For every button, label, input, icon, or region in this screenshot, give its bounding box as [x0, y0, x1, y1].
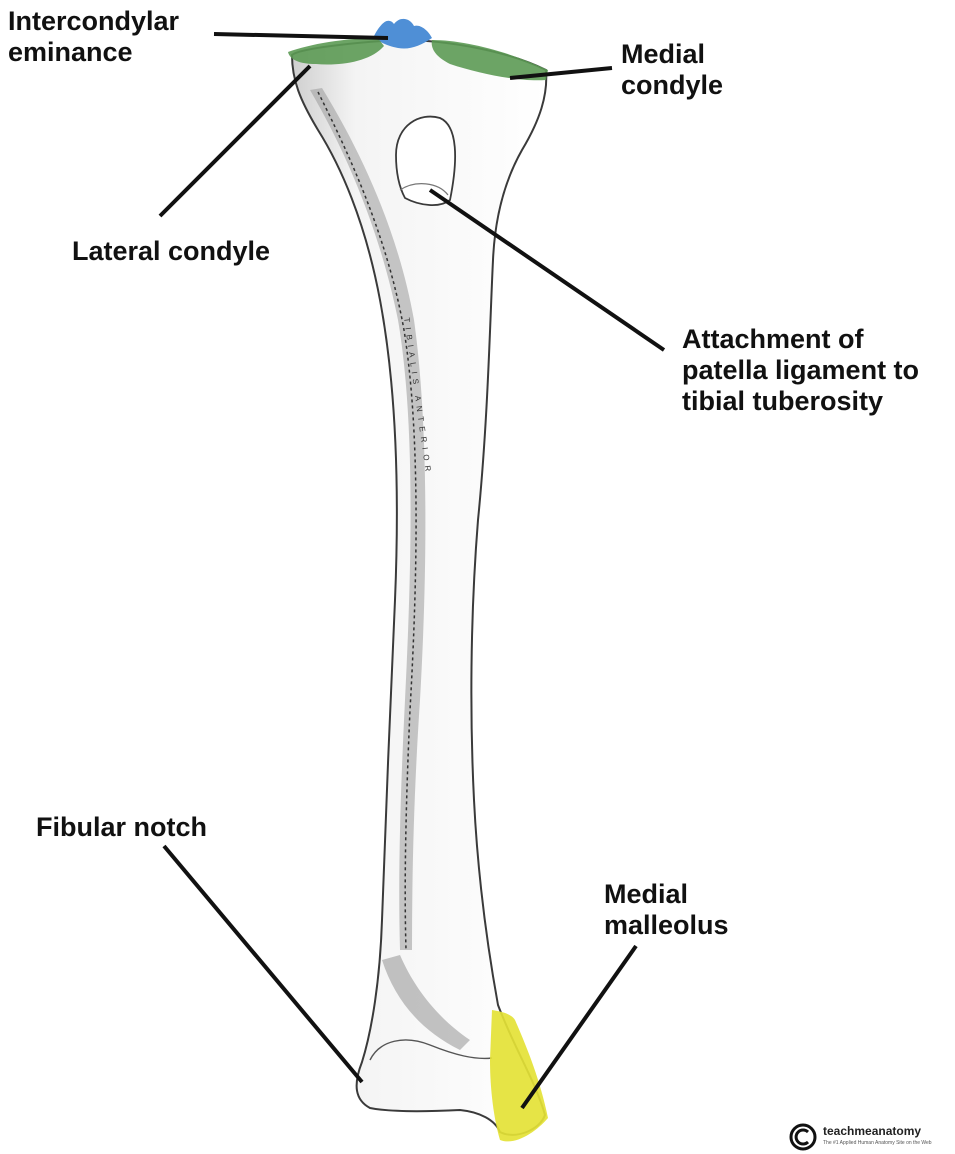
label-intercondylar-eminance: Intercondylar eminance: [8, 6, 179, 68]
teachmeanatomy-credit: teachmeanatomy The #1 Applied Human Anat…: [788, 1122, 952, 1152]
label-medial-malleolus: Medial malleolus: [604, 879, 729, 941]
label-line: Attachment of: [682, 324, 919, 355]
label-line: Fibular notch: [36, 812, 207, 843]
label-line: patella ligament to: [682, 355, 919, 386]
label-line: malleolus: [604, 910, 729, 941]
label-lateral-condyle: Lateral condyle: [72, 236, 270, 267]
leader-intercondylar: [214, 34, 388, 38]
label-line: eminance: [8, 37, 179, 68]
tibial-tuberosity: [396, 117, 455, 206]
label-fibular-notch: Fibular notch: [36, 812, 207, 843]
label-line: Medial: [621, 39, 723, 70]
label-medial-condyle: Medial condyle: [621, 39, 723, 101]
label-line: Intercondylar: [8, 6, 179, 37]
medial-malleolus-highlight: [490, 1010, 548, 1141]
label-patella-ligament-attachment: Attachment of patella ligament to tibial…: [682, 324, 919, 417]
label-line: Lateral condyle: [72, 236, 270, 267]
leader-lateral-condyle: [160, 66, 310, 216]
label-line: condyle: [621, 70, 723, 101]
credit-tagline: The #1 Applied Human Anatomy Site on the…: [823, 1140, 932, 1146]
copyright-icon: [788, 1122, 818, 1152]
leader-medial-malleolus: [522, 946, 636, 1108]
label-line: Medial: [604, 879, 729, 910]
label-line: tibial tuberosity: [682, 386, 919, 417]
credit-brand: teachmeanatomy: [823, 1124, 921, 1138]
leader-fibular-notch: [164, 846, 362, 1082]
